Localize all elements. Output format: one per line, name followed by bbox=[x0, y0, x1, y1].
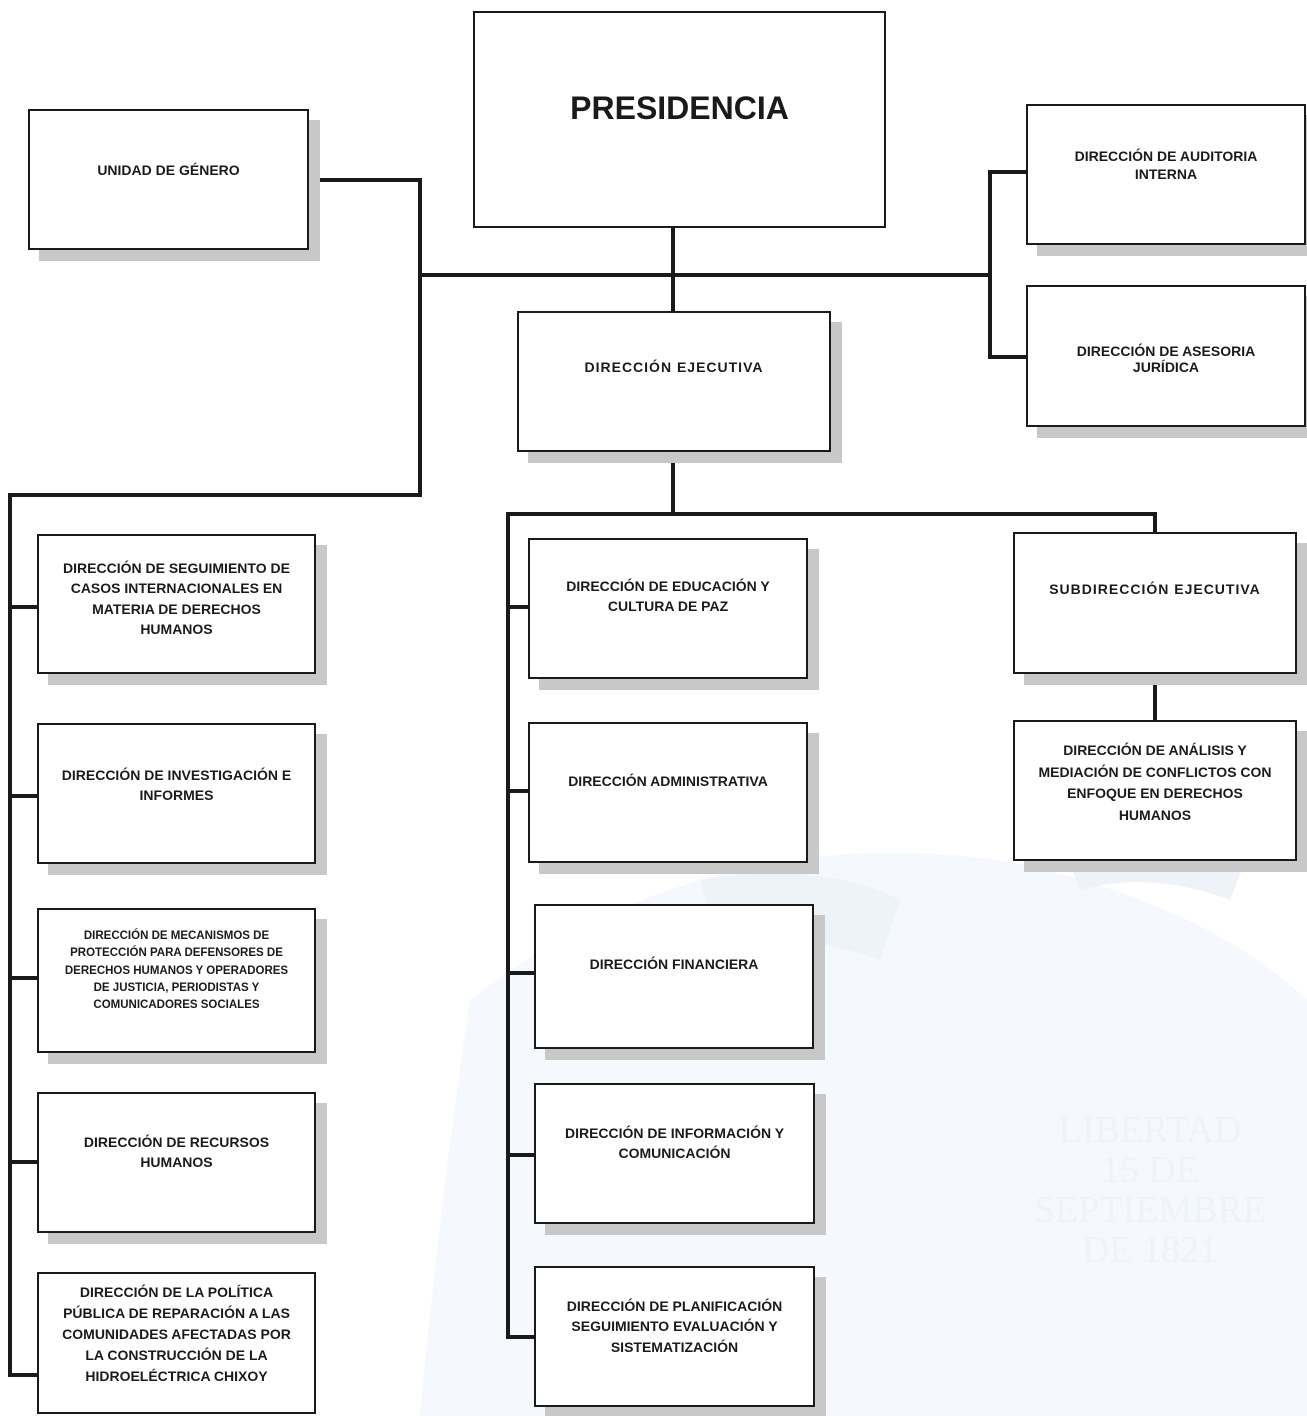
left-box-recursos: DIRECCIÓN DE RECURSOS HUMANOS bbox=[37, 1092, 316, 1233]
center-box-administrativa: DIRECCIÓN ADMINISTRATIVA bbox=[528, 722, 808, 863]
asesoria-box: DIRECCIÓN DE ASESORIA JURÍDICA bbox=[1026, 285, 1306, 427]
analisis-label: DIRECCIÓN DE ANÁLISIS Y MEDIACIÓN DE CON… bbox=[1038, 742, 1272, 824]
watermark-text: LIBERTAD 15 DE SEPTIEMBRE DE 1821 bbox=[1033, 1109, 1267, 1271]
left-box-mecanismos: DIRECCIÓN DE MECANISMOS DE PROTECCIÓN PA… bbox=[37, 908, 316, 1053]
presidencia-box: PRESIDENCIA bbox=[473, 11, 886, 228]
unidad-genero-label: UNIDAD DE GÉNERO bbox=[97, 162, 240, 178]
auditoria-label: DIRECCIÓN DE AUDITORIA INTERNA bbox=[1074, 148, 1258, 182]
presidencia-label: PRESIDENCIA bbox=[570, 90, 789, 126]
analisis-box: DIRECCIÓN DE ANÁLISIS Y MEDIACIÓN DE CON… bbox=[1013, 720, 1297, 861]
ejecutiva-label: DIRECCIÓN EJECUTIVA bbox=[584, 359, 764, 375]
center-box-informacion: DIRECCIÓN DE INFORMACIÓN Y COMUNICACIÓN bbox=[534, 1083, 815, 1224]
center-box-financiera: DIRECCIÓN FINANCIERA bbox=[534, 904, 814, 1049]
subdireccion-label: SUBDIRECCIÓN EJECUTIVA bbox=[1049, 581, 1261, 597]
left-box-mecanismos-label: DIRECCIÓN DE MECANISMOS DE PROTECCIÓN PA… bbox=[64, 930, 289, 1011]
center-box-informacion-label: DIRECCIÓN DE INFORMACIÓN Y COMUNICACIÓN bbox=[564, 1125, 785, 1162]
center-box-educacion-label: DIRECCIÓN DE EDUCACIÓN Y CULTURA DE PAZ bbox=[566, 578, 770, 615]
center-box-financiera-label: DIRECCIÓN FINANCIERA bbox=[589, 956, 759, 972]
center-box-administrativa-label: DIRECCIÓN ADMINISTRATIVA bbox=[568, 773, 768, 789]
left-box-politica: DIRECCIÓN DE LA POLÍTICA PÚBLICA DE REPA… bbox=[37, 1272, 316, 1414]
left-box-seguimiento: DIRECCIÓN DE SEGUIMIENTO DE CASOS INTERN… bbox=[37, 534, 316, 674]
ejecutiva-box: DIRECCIÓN EJECUTIVA bbox=[517, 311, 831, 452]
unidad-genero-box: UNIDAD DE GÉNERO bbox=[28, 109, 309, 250]
asesoria-label: DIRECCIÓN DE ASESORIA JURÍDICA bbox=[1076, 343, 1256, 376]
left-box-seguimiento-label: DIRECCIÓN DE SEGUIMIENTO DE CASOS INTERN… bbox=[63, 560, 290, 637]
subdireccion-box: SUBDIRECCIÓN EJECUTIVA bbox=[1013, 532, 1297, 674]
auditoria-box: DIRECCIÓN DE AUDITORIA INTERNA bbox=[1026, 104, 1306, 245]
left-box-politica-label: DIRECCIÓN DE LA POLÍTICA PÚBLICA DE REPA… bbox=[62, 1284, 291, 1384]
center-box-planificacion: DIRECCIÓN DE PLANIFICACIÓN SEGUIMIENTO E… bbox=[534, 1266, 815, 1407]
left-box-recursos-label: DIRECCIÓN DE RECURSOS HUMANOS bbox=[83, 1134, 270, 1171]
center-box-educacion: DIRECCIÓN DE EDUCACIÓN Y CULTURA DE PAZ bbox=[528, 538, 808, 679]
center-box-planificacion-label: DIRECCIÓN DE PLANIFICACIÓN SEGUIMIENTO E… bbox=[566, 1298, 783, 1355]
left-box-investigacion-label: DIRECCIÓN DE INVESTIGACIÓN E INFORMES bbox=[61, 767, 292, 804]
left-box-investigacion: DIRECCIÓN DE INVESTIGACIÓN E INFORMES bbox=[37, 723, 316, 864]
